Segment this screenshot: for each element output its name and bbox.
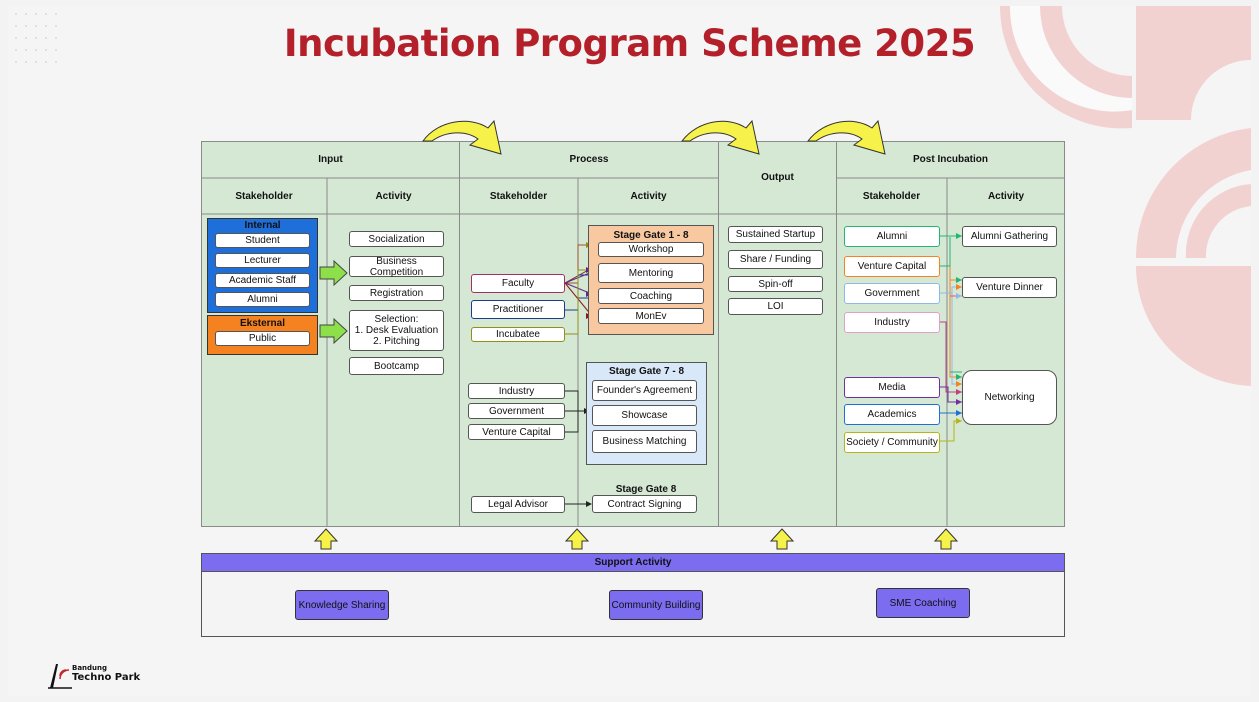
- internal-item-student: Student: [215, 233, 310, 248]
- post-activity-alumni-gathering: Alumni Gathering: [962, 226, 1057, 247]
- eksternal-label: Eksternal: [239, 318, 286, 329]
- post-stakeholder-government: Government: [844, 283, 940, 304]
- input-to-process-arrow: [422, 119, 502, 155]
- output-item-loi: LOI: [728, 298, 823, 315]
- post-activity-venture-dinner: Venture Dinner: [962, 277, 1057, 298]
- support-item-knowledge-sharing: Knowledge Sharing: [295, 590, 389, 620]
- gate-item-coaching: Coaching: [598, 288, 704, 304]
- gate-item-business-matching: Business Matching: [592, 430, 697, 453]
- logo-text-line2: Techno Park: [72, 672, 141, 683]
- support-up-arrow-input: [313, 528, 339, 550]
- process-stakeholder-industry: Industry: [468, 383, 565, 399]
- page-title: Incubation Program Scheme 2025: [283, 22, 976, 65]
- logo-tower-icon: [48, 664, 72, 689]
- post-stakeholder-header: Stakeholder: [862, 190, 921, 202]
- post-stakeholder-industry: Industry: [844, 312, 940, 333]
- support-activity-title: Support Activity: [201, 553, 1065, 572]
- gate-item-monev: MonEv: [598, 308, 704, 324]
- process-activity-header: Activity: [630, 190, 667, 202]
- input-header: Input: [318, 154, 343, 165]
- gate-item-mentoring: Mentoring: [598, 263, 704, 283]
- internal-to-activity-arrow: [319, 259, 348, 287]
- activity-bootcamp: Bootcamp: [349, 357, 444, 375]
- dot-grid: [15, 13, 57, 63]
- process-stakeholder-faculty: Faculty: [471, 274, 565, 293]
- process-stakeholder-government: Government: [468, 403, 565, 419]
- support-up-arrow-post: [933, 528, 959, 550]
- process-stakeholder-incubatee: Incubatee: [471, 327, 565, 342]
- activity-selection: Selection: 1. Desk Evaluation 2. Pitchin…: [349, 310, 444, 351]
- post-stakeholder-venture-capital: Venture Capital: [844, 256, 940, 277]
- gate-item-founders-agreement: Founder's Agreement: [592, 380, 697, 401]
- stage-gate-7-8-title: Stage Gate 7 - 8: [608, 366, 685, 377]
- internal-item-alumni: Alumni: [215, 292, 310, 307]
- post-activity-networking: Networking: [962, 370, 1057, 425]
- input-stakeholder-header: Stakeholder: [235, 190, 293, 202]
- support-item-community-building: Community Building: [609, 590, 703, 620]
- output-to-post-arrow: [806, 119, 886, 155]
- stage-gate-1-8-title: Stage Gate 1 - 8: [613, 230, 689, 241]
- process-stakeholder-header: Stakeholder: [489, 190, 548, 202]
- post-incubation-header: Post Incubation: [913, 154, 988, 165]
- gate-item-contract-signing: Contract Signing: [592, 495, 697, 513]
- support-up-arrow-process: [564, 528, 590, 550]
- support-up-arrow-output: [769, 528, 795, 550]
- logo-text-line1: Bandung: [72, 664, 108, 672]
- post-stakeholder-media: Media: [844, 377, 940, 398]
- gate-item-showcase: Showcase: [592, 405, 697, 426]
- output-panel: [718, 141, 837, 527]
- process-stakeholder-venture-capital: Venture Capital: [468, 424, 565, 440]
- right-arc-shapes: [999, 6, 1251, 386]
- activity-socialization: Socialization: [349, 231, 444, 247]
- process-to-output-arrow: [680, 119, 760, 155]
- internal-item-academic-staff: Academic Staff: [215, 273, 310, 288]
- process-stakeholder-practitioner: Practitioner: [471, 300, 565, 319]
- eksternal-item-public: Public: [215, 331, 310, 346]
- stage-gate-8-title: Stage Gate 8: [615, 484, 677, 495]
- output-item-spin-off: Spin-off: [728, 276, 823, 292]
- process-stakeholder-legal-advisor: Legal Advisor: [471, 496, 565, 513]
- gate-item-workshop: Workshop: [598, 242, 704, 257]
- activity-business-competition: Business Competition: [349, 256, 444, 278]
- bandung-techno-park-logo: Bandung Techno Park: [46, 660, 146, 690]
- activity-registration: Registration: [349, 285, 444, 301]
- post-activity-header: Activity: [987, 190, 1025, 202]
- internal-label: Internal: [244, 220, 281, 231]
- input-activity-header: Activity: [375, 190, 412, 202]
- output-header: Output: [761, 172, 794, 183]
- output-item-sustained-startup: Sustained Startup: [728, 226, 823, 243]
- post-stakeholder-alumni: Alumni: [844, 226, 940, 247]
- support-item-sme-coaching: SME Coaching: [876, 588, 970, 618]
- post-stakeholder-academics: Academics: [844, 404, 940, 425]
- eksternal-to-activity-arrow: [319, 317, 348, 345]
- post-stakeholder-society-community: Society / Community: [844, 432, 940, 453]
- internal-item-lecturer: Lecturer: [215, 253, 310, 268]
- process-header: Process: [569, 154, 609, 165]
- output-item-share-funding: Share / Funding: [728, 250, 823, 269]
